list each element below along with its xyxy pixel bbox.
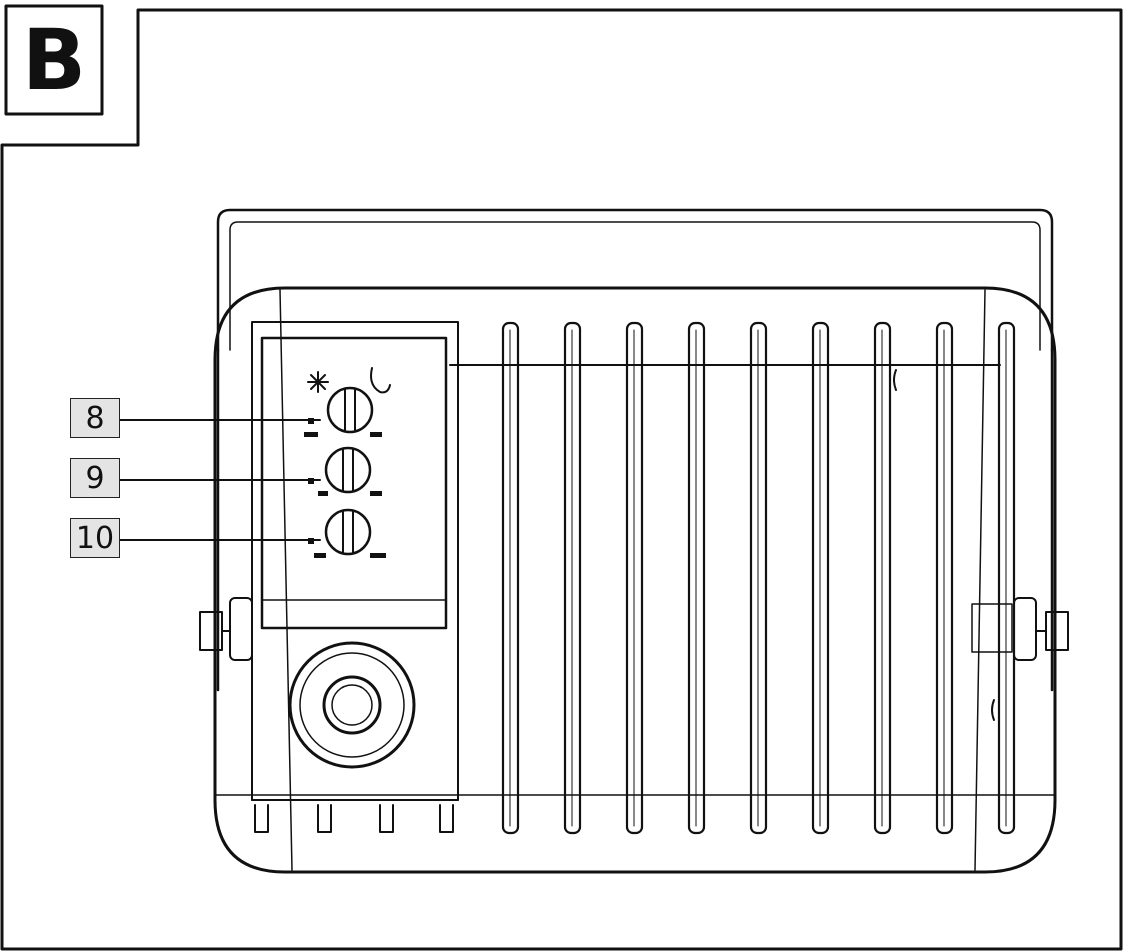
left-bracket [199, 597, 253, 661]
callout-10: 10 [70, 518, 120, 558]
callout-8: 8 [70, 398, 120, 438]
callout-9: 9 [70, 458, 120, 498]
screw-mark-icon [893, 369, 897, 391]
figure-frame [0, 8, 1123, 951]
panel-feet [254, 804, 454, 833]
corner-letter-box [4, 4, 104, 116]
fan-outlet [288, 641, 416, 769]
heating-fins [501, 321, 1016, 835]
thermostat-dial[interactable] [326, 386, 374, 434]
moon-symbol-icon [370, 367, 391, 394]
carry-handle [216, 208, 1054, 692]
figure-letter: B [21, 11, 87, 109]
heater-body [213, 286, 1057, 874]
right-bracket [971, 597, 1069, 661]
frost-symbol-icon [307, 371, 329, 393]
control-panel [251, 321, 459, 801]
dial-markings [304, 418, 386, 558]
timer-dial[interactable] [324, 508, 372, 556]
screw-mark-icon [991, 699, 995, 721]
power-dial[interactable] [324, 446, 372, 494]
fin-inner-lines [509, 329, 1007, 827]
